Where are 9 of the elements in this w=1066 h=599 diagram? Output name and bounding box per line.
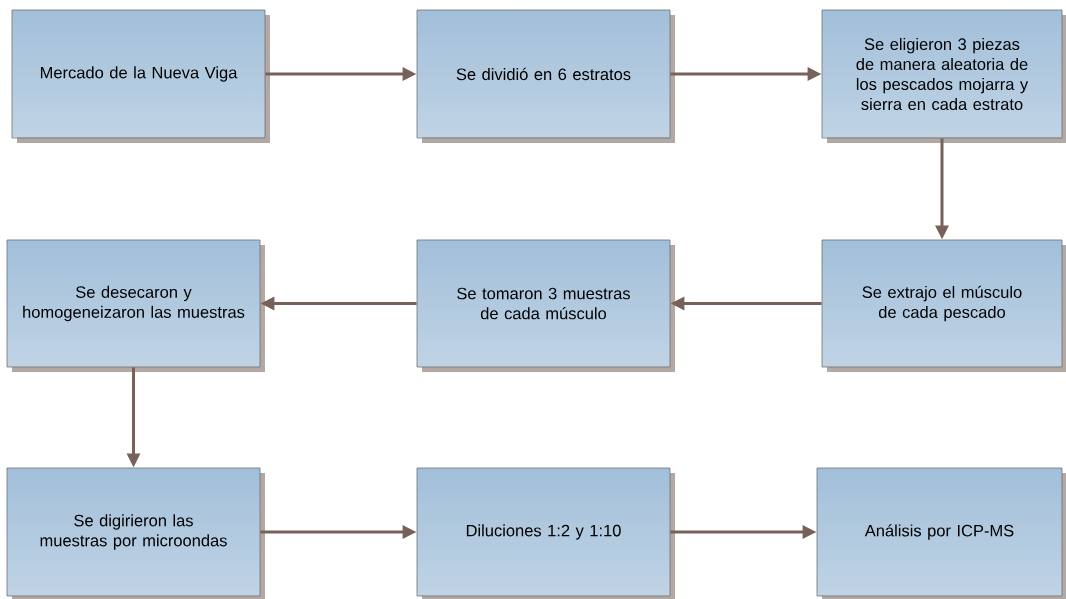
process-box: Mercado de la Nueva Viga <box>11 9 270 143</box>
process-box: Se tomaron 3 muestras de cada músculo <box>416 239 675 372</box>
process-box: Análisis por ICP-MS <box>816 467 1066 599</box>
process-box: Se eligieron 3 piezas de manera aleatoria de los pescados mojarra y sierra en cada estrato <box>821 9 1066 143</box>
process-box: Se dividió en 6 estratos <box>416 9 675 143</box>
process-box: Se desecaron y homogeneizaron las muestras <box>6 239 265 372</box>
process-box: Se digirieron las muestras por microondas <box>6 467 265 599</box>
process-box: Se extrajo el músculo de cada pescado <box>821 239 1066 372</box>
process-box: Diluciones 1:2 y 1:10 <box>416 467 675 599</box>
